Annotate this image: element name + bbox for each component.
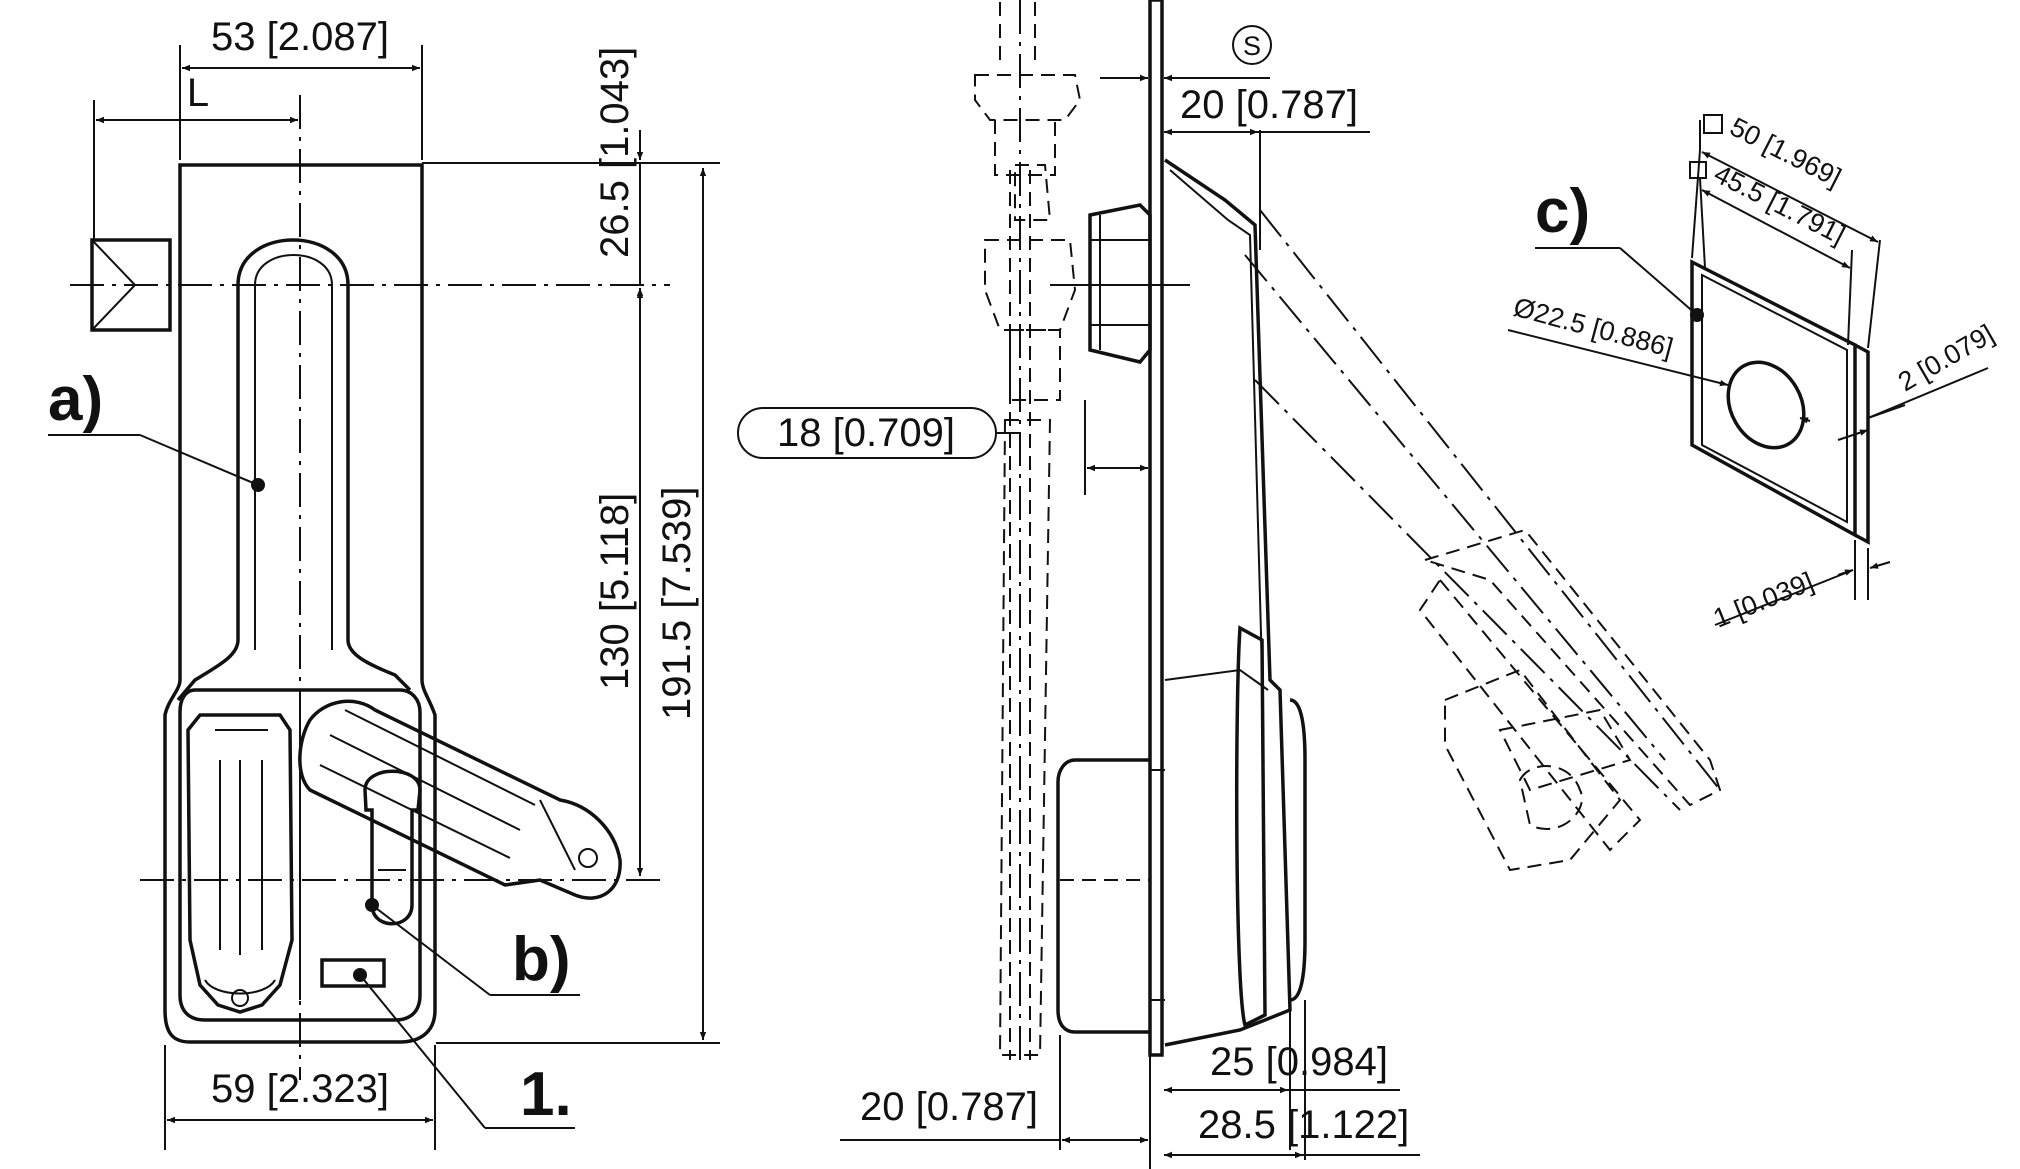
callout-a: a): [48, 365, 103, 434]
fixing-nut: [1088, 203, 1152, 364]
dim-length-l: L: [187, 71, 209, 115]
door-panel: [1148, 0, 1164, 1057]
callout-one: 1.: [520, 1060, 572, 1129]
side-view: [974, 0, 1722, 1169]
latch-bolt: [90, 238, 172, 332]
callout-b: b): [512, 925, 571, 994]
dim-depth-285: 28.5 [1.122]: [1198, 1103, 1409, 1147]
rear-cylinder: [1056, 758, 1150, 1034]
dim-pivot-height: 130 [5.118]: [593, 493, 637, 690]
dim-width-top: 53 [2.087]: [211, 15, 389, 59]
front-view: [70, 95, 670, 1080]
dim-side-top: 20 [0.787]: [1180, 83, 1358, 127]
front-callouts: a) b) 1.: [48, 365, 580, 1129]
dim-side-bottom-left: 20 [0.787]: [860, 1085, 1038, 1129]
s-mark: S: [1243, 31, 1261, 61]
callout-c: c): [1535, 177, 1590, 246]
dim-bottom-width: 59 [2.323]: [211, 1067, 389, 1111]
gasket-outer: [1690, 259, 1857, 538]
raised-lever: [298, 699, 622, 900]
dashed-handle-top: [974, 74, 1082, 121]
dim-thickness-inner: 1 [0.039]: [1709, 566, 1818, 633]
front-dimensions: 53 [2.087] L 26.5 [1.043] 130 [5.118] 19…: [93, 15, 720, 1150]
key-cylinder: [363, 769, 422, 926]
gasket-inner: [1701, 273, 1848, 524]
folded-handle: [186, 713, 294, 1014]
indicator-window: [320, 958, 386, 988]
dim-top-offset: 26.5 [1.043]: [593, 47, 637, 258]
side-housing: [1164, 158, 1292, 1047]
gasket-hole: [1726, 360, 1806, 450]
handle-groove: [236, 238, 412, 692]
dim-depth-25: 25 [0.984]: [1210, 1040, 1388, 1084]
dim-hole-diameter: Ø22.5 [0.886]: [1510, 292, 1676, 363]
side-dimensions: S 20 [0.787] 18 [0.709] 20 [0.787] 25 [0…: [737, 25, 1420, 1160]
rotated-handle-ghost: [1244, 209, 1722, 872]
lower-pocket: [178, 688, 422, 1022]
dim-overall-height: 191.5 [7.539]: [655, 486, 699, 720]
front-body-outline: [163, 163, 437, 1044]
gasket-view: c) 50 [1.969] 45.5 [1.791] Ø22.5 [0.886]…: [1507, 112, 1999, 634]
dim-reference: 18 [0.709]: [777, 411, 955, 455]
